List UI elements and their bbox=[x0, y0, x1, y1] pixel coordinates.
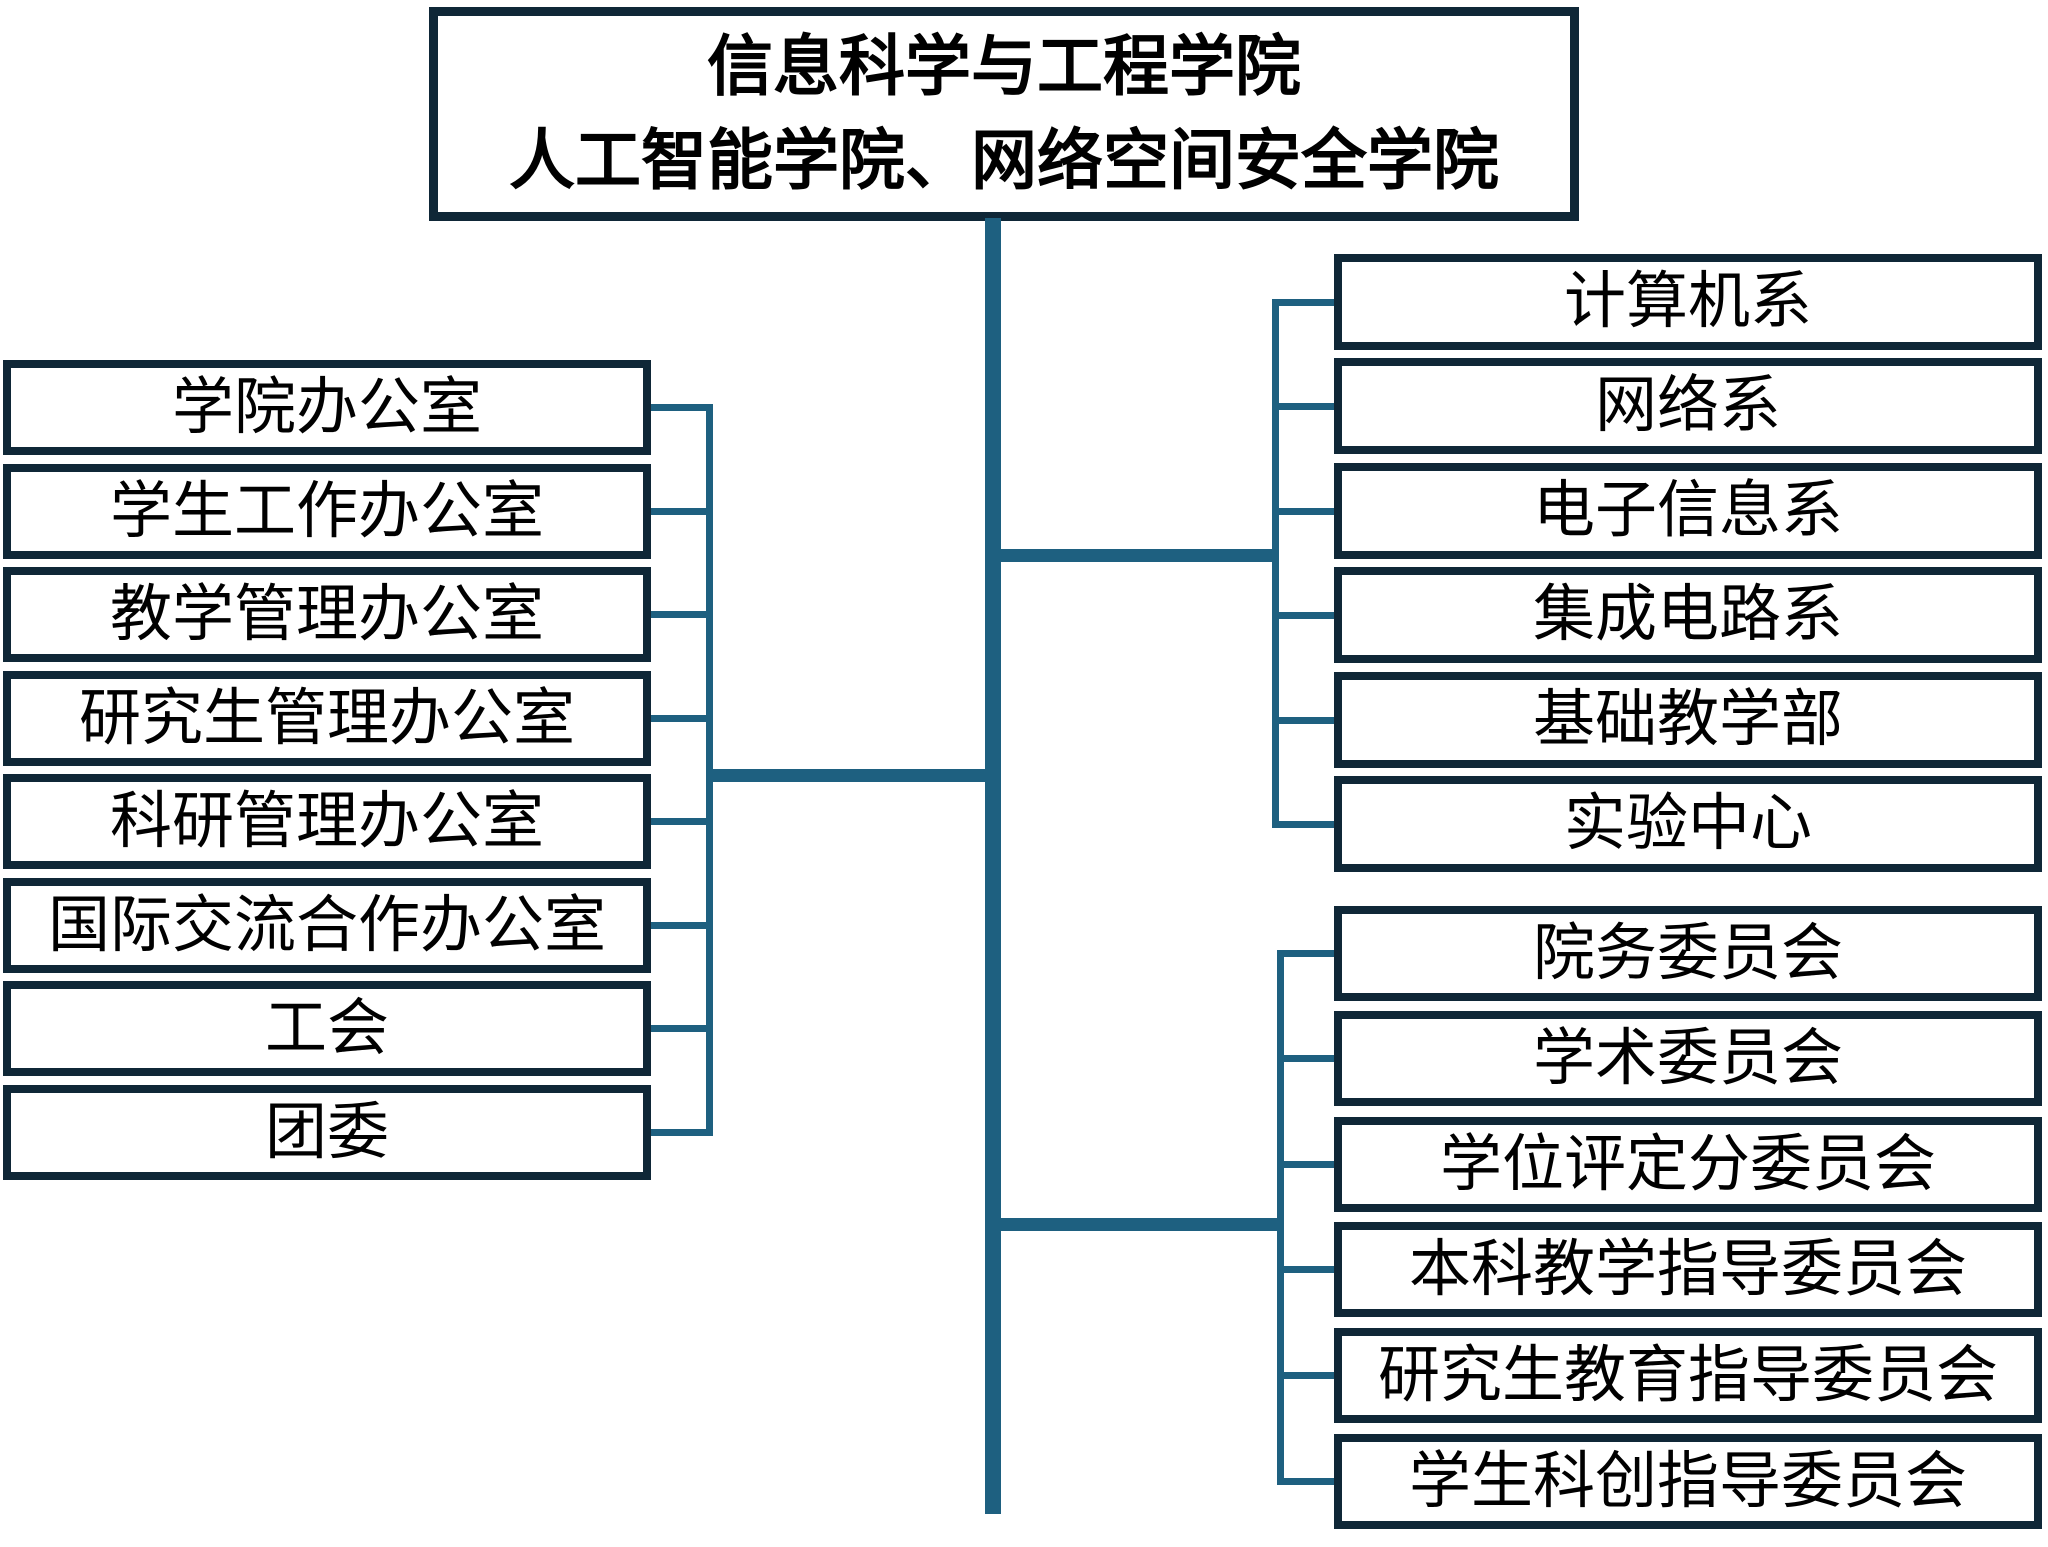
org-box: 学位评定分委员会 bbox=[1334, 1117, 2042, 1212]
connector-line bbox=[651, 1025, 713, 1032]
org-box: 教学管理办公室 bbox=[3, 567, 651, 662]
connector-line bbox=[651, 404, 713, 411]
org-box-label: 科研管理办公室 bbox=[109, 786, 544, 856]
right-bottom-branch-line bbox=[999, 1218, 1279, 1231]
org-box: 科研管理办公室 bbox=[3, 774, 651, 869]
connector-line bbox=[651, 611, 713, 618]
left-branch-line bbox=[706, 769, 985, 782]
org-box-label: 团委 bbox=[264, 1097, 389, 1167]
connector-line bbox=[651, 1129, 713, 1136]
org-box: 工会 bbox=[3, 981, 651, 1076]
org-box: 学院办公室 bbox=[3, 360, 651, 455]
org-box-label: 本科教学指导委员会 bbox=[1408, 1234, 1967, 1304]
org-box: 网络系 bbox=[1334, 358, 2042, 454]
org-box: 实验中心 bbox=[1334, 776, 2042, 872]
right-top-branch-line bbox=[999, 549, 1274, 562]
connector-line bbox=[1272, 612, 1342, 619]
connector-line bbox=[1277, 1266, 1342, 1273]
root-box: 信息科学与工程学院 人工智能学院、网络空间安全学院 bbox=[429, 7, 1579, 221]
left-group-bracket-line bbox=[706, 404, 713, 1136]
connector-line bbox=[1277, 1372, 1342, 1379]
org-box: 研究生教育指导委员会 bbox=[1334, 1328, 2042, 1423]
org-box: 本科教学指导委员会 bbox=[1334, 1222, 2042, 1317]
org-box: 电子信息系 bbox=[1334, 463, 2042, 559]
org-box-label: 工会 bbox=[264, 993, 389, 1063]
org-box-label: 集成电路系 bbox=[1532, 580, 1843, 649]
connector-line bbox=[651, 818, 713, 825]
org-box: 国际交流合作办公室 bbox=[3, 878, 651, 973]
org-box: 学生科创指导委员会 bbox=[1334, 1434, 2042, 1529]
org-box: 基础教学部 bbox=[1334, 672, 2042, 768]
org-box-label: 学术委员会 bbox=[1532, 1023, 1843, 1093]
org-box: 院务委员会 bbox=[1334, 906, 2042, 1001]
org-box: 计算机系 bbox=[1334, 254, 2042, 350]
org-box: 团委 bbox=[3, 1085, 651, 1180]
org-box: 学生工作办公室 bbox=[3, 464, 651, 559]
org-box-label: 研究生管理办公室 bbox=[78, 683, 575, 753]
org-box-label: 电子信息系 bbox=[1532, 476, 1843, 545]
org-box-label: 教学管理办公室 bbox=[109, 579, 544, 649]
connector-line bbox=[651, 508, 713, 515]
org-box-label: 学生工作办公室 bbox=[109, 476, 544, 546]
connector-line bbox=[1277, 1055, 1342, 1062]
org-box-label: 基础教学部 bbox=[1532, 685, 1843, 754]
org-box-label: 学院办公室 bbox=[171, 372, 482, 442]
org-box-label: 国际交流合作办公室 bbox=[47, 890, 606, 960]
connector-line bbox=[651, 922, 713, 929]
connector-line bbox=[651, 715, 713, 722]
root-title-line2: 人工智能学院、网络空间安全学院 bbox=[509, 123, 1499, 197]
org-box-label: 学位评定分委员会 bbox=[1439, 1129, 1936, 1199]
root-title-line1: 信息科学与工程学院 bbox=[707, 29, 1301, 104]
right-bottom-group-bracket-line bbox=[1277, 950, 1284, 1485]
connector-line bbox=[1277, 1478, 1342, 1485]
org-box: 学术委员会 bbox=[1334, 1011, 2042, 1106]
org-box-label: 网络系 bbox=[1594, 371, 1781, 440]
connector-line bbox=[1272, 299, 1342, 306]
org-box: 研究生管理办公室 bbox=[3, 671, 651, 766]
right-top-group-bracket-line bbox=[1272, 299, 1279, 828]
org-box-label: 实验中心 bbox=[1563, 789, 1812, 858]
connector-line bbox=[1272, 717, 1342, 724]
connector-line bbox=[1277, 1161, 1342, 1168]
connector-line bbox=[1272, 508, 1342, 515]
org-box-label: 研究生教育指导委员会 bbox=[1377, 1340, 1998, 1410]
org-box-label: 计算机系 bbox=[1563, 267, 1812, 336]
connector-line bbox=[1272, 821, 1342, 828]
org-box-label: 学生科创指导委员会 bbox=[1408, 1446, 1967, 1516]
connector-line bbox=[1277, 950, 1342, 957]
trunk-line bbox=[985, 218, 1001, 1514]
org-box-label: 院务委员会 bbox=[1532, 918, 1843, 988]
org-box: 集成电路系 bbox=[1334, 567, 2042, 663]
connector-line bbox=[1272, 403, 1342, 410]
